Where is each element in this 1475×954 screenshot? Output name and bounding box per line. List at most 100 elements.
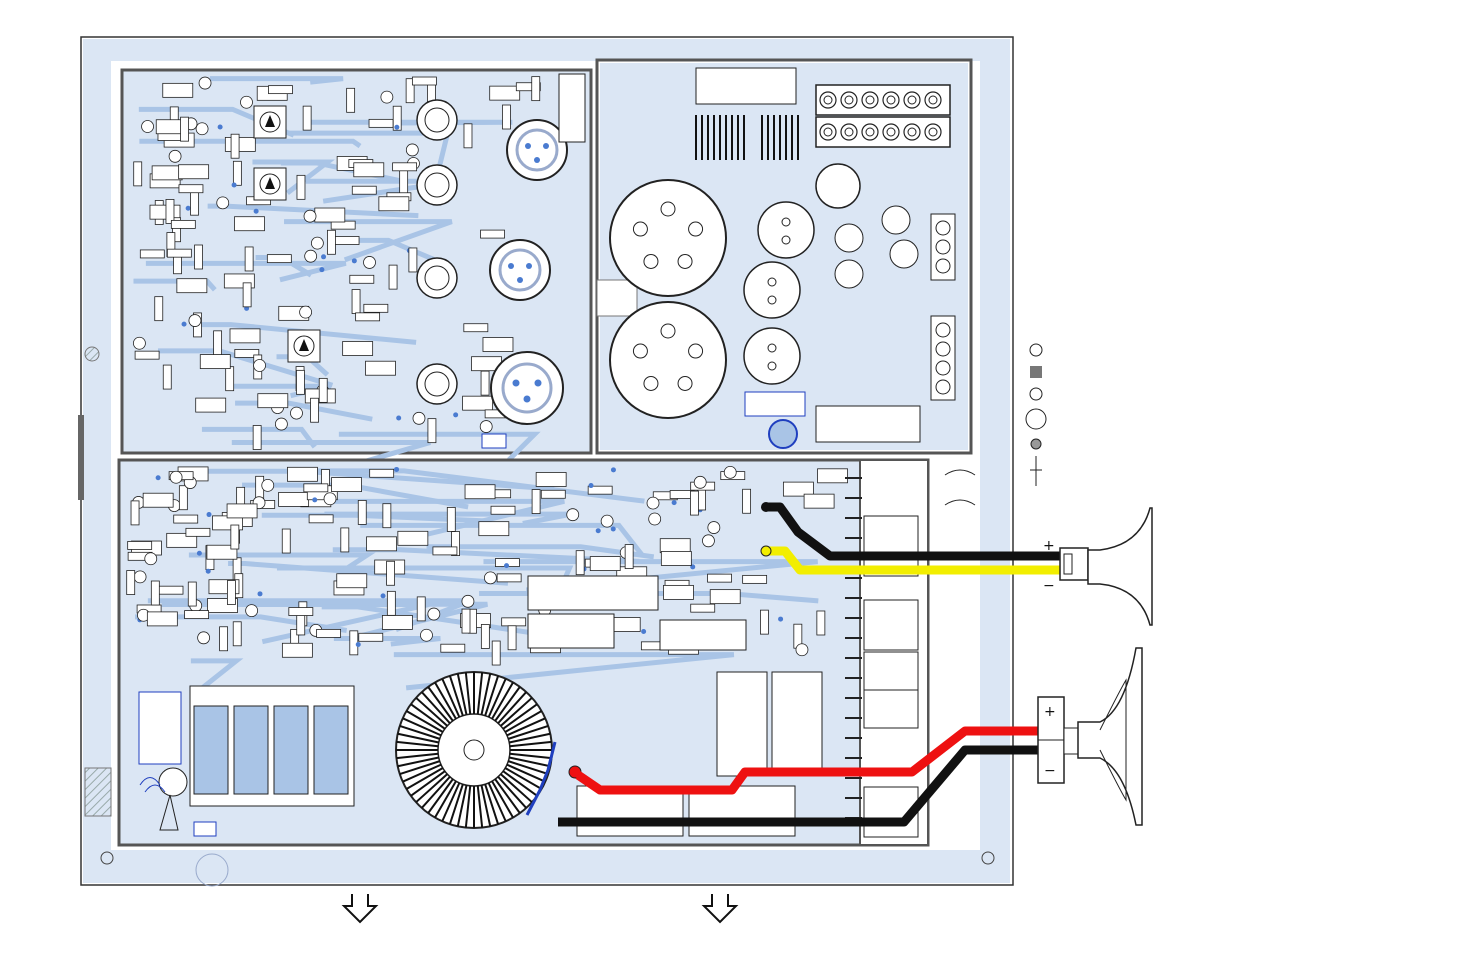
capacitor (305, 250, 317, 262)
capacitor (217, 197, 229, 209)
solder-pad (206, 569, 211, 574)
resistor (387, 591, 395, 615)
ic-chip (379, 197, 409, 211)
ic-chip (661, 551, 691, 565)
ic-chip (382, 615, 412, 629)
resistor (492, 641, 500, 665)
solder-pad (232, 183, 237, 188)
resistor (508, 626, 516, 650)
resistor (151, 581, 159, 605)
resistor (131, 501, 139, 525)
capacitor-pad (661, 202, 675, 216)
resistor (155, 297, 163, 321)
resistor (743, 575, 767, 583)
resistor (166, 199, 174, 223)
resistor (327, 230, 335, 254)
ic-chip (663, 585, 693, 599)
ic-chip (536, 472, 566, 486)
resistor (497, 574, 521, 582)
capacitor (647, 497, 659, 509)
ic-chip (163, 83, 193, 97)
pcb-trace (308, 122, 512, 123)
ic-chip (179, 165, 209, 179)
resistor (181, 117, 189, 141)
ic-chip (200, 355, 230, 369)
capacitor (796, 644, 808, 656)
ic-chip (710, 590, 740, 604)
solder-pad (312, 497, 317, 502)
resistor (352, 186, 376, 194)
capacitor-pad (644, 254, 658, 268)
capacitor-pad (782, 218, 790, 226)
terminal-pin (883, 124, 899, 140)
resistor (428, 419, 436, 443)
ic-chip (465, 485, 495, 499)
ic-chip (230, 329, 260, 343)
resistor (317, 629, 341, 637)
terminal-pin (820, 124, 836, 140)
resistor (400, 170, 408, 194)
capacitor-pad (689, 344, 703, 358)
capacitor (724, 466, 736, 478)
ic-chip (177, 279, 207, 293)
solder-pad (778, 617, 783, 622)
ic-chip (398, 531, 428, 545)
solder-pad (186, 206, 191, 211)
resistor (159, 586, 183, 594)
terminal-pin (841, 92, 857, 108)
resistor (179, 486, 187, 510)
ic-chip (479, 522, 509, 536)
ic-chip (804, 494, 834, 508)
resistor (289, 608, 313, 616)
terminal-pin (904, 124, 920, 140)
resistor (185, 611, 209, 619)
terminal-pin (820, 92, 836, 108)
capacitor-pad (782, 236, 790, 244)
solder-pad (319, 267, 324, 272)
output-terminal-block (864, 600, 918, 650)
ic-chip (147, 612, 177, 626)
capacitor (413, 412, 425, 424)
ic-chip (315, 208, 345, 222)
ic-chip (332, 478, 362, 492)
output-terminal-block (864, 652, 918, 694)
resistor (303, 106, 311, 130)
resistor (393, 163, 417, 171)
resistor (167, 249, 191, 257)
solder-pad (611, 467, 616, 472)
solder-pad (156, 475, 161, 480)
capacitor-pad (644, 376, 658, 390)
resistor (532, 77, 540, 101)
capacitor (240, 96, 252, 108)
solder-pad (381, 593, 386, 598)
solder-pad (394, 467, 399, 472)
resistor (817, 611, 825, 635)
capacitor-pad (678, 254, 692, 268)
capacitor-pad (661, 324, 675, 338)
solder-pad (218, 124, 223, 129)
resistor (267, 255, 291, 263)
resistor (708, 574, 732, 582)
terminal-pin (925, 124, 941, 140)
ic-chip (258, 394, 288, 408)
resistor (481, 624, 489, 648)
ic-chip (225, 137, 255, 151)
resistor (174, 515, 198, 523)
ic-chip (590, 557, 620, 571)
resistor (350, 275, 374, 283)
lower-minus-label: − (1044, 763, 1056, 779)
resistor (347, 88, 355, 112)
capacitor (145, 553, 157, 565)
capacitor (290, 407, 302, 419)
capacitor (198, 632, 210, 644)
capacitor (142, 121, 154, 133)
resistor (433, 547, 457, 555)
capacitor-pad (768, 362, 776, 370)
capacitor (304, 210, 316, 222)
resistor (134, 162, 142, 186)
resistor (243, 283, 251, 307)
resistor (491, 506, 515, 514)
resistor (226, 367, 234, 391)
resistor (441, 644, 465, 652)
solder-pad (504, 563, 509, 568)
